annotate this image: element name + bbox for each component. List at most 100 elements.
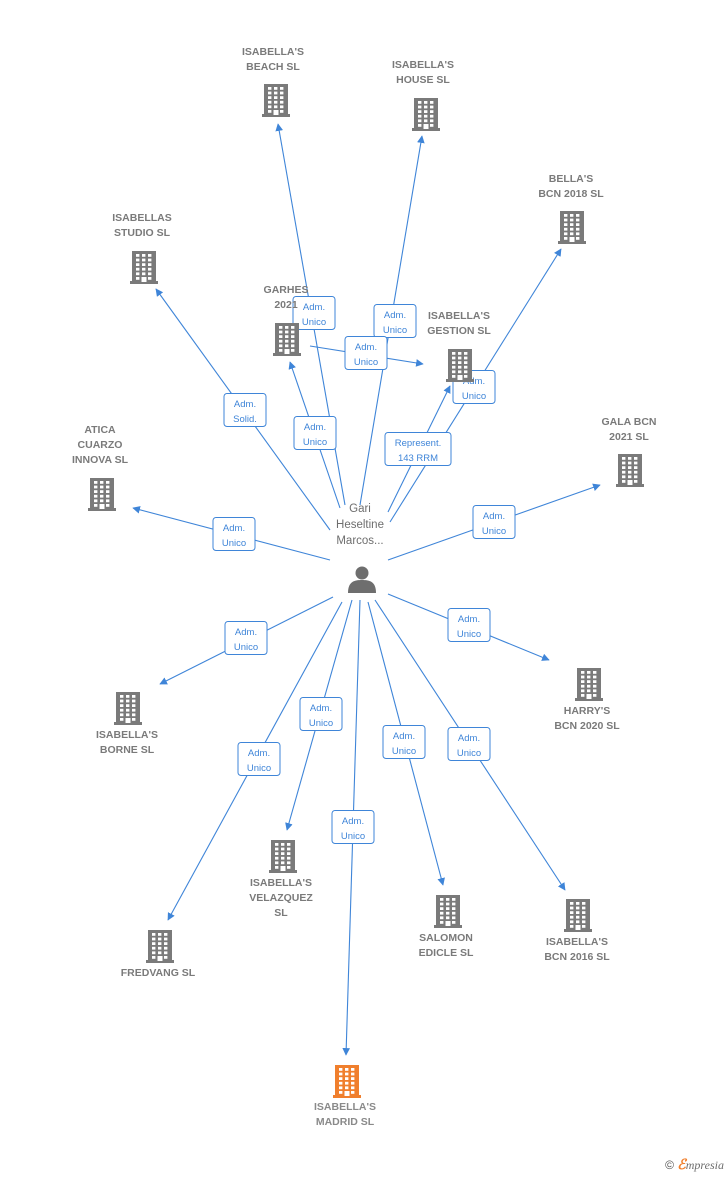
company-label-isabellas_velazquez-line: SL xyxy=(274,907,288,919)
building-icon-salomon_edicle[interactable] xyxy=(434,895,462,928)
building-icon-isabellas_madrid[interactable] xyxy=(333,1065,361,1098)
edge-label-isabellas_madrid[interactable]: Adm. Unico xyxy=(331,810,375,844)
edge-label-fredvang[interactable]: Adm.Unico xyxy=(237,742,281,776)
edge-label-text: Adm. xyxy=(393,731,415,742)
edge-label-text: 143 RRM xyxy=(398,453,438,464)
edge-label-atica_cuarzo[interactable]: Adm. Unico xyxy=(212,517,256,551)
edge-label-text: Unico xyxy=(234,642,258,653)
edge-label-text: Adm. xyxy=(235,627,257,638)
company-label-atica_cuarzo-line: CUARZO xyxy=(78,439,123,451)
edge-label-text: Adm. xyxy=(303,302,325,313)
building-icon-isabellas_studio[interactable] xyxy=(130,251,158,284)
company-label-bellas_bcn_2018-line: BCN 2018 SL xyxy=(538,188,604,200)
edge-label-garhes_2021[interactable]: Adm.Unico xyxy=(293,416,337,450)
building-icon-gala_bcn_2021[interactable] xyxy=(616,454,644,487)
building-icon-garhes_2021[interactable] xyxy=(273,323,301,356)
edge-label-text: Adm. xyxy=(304,422,326,433)
edge-label-gala_bcn_2021[interactable]: Adm. Unico xyxy=(472,505,516,539)
company-label-isabellas_bcn_2016-line: ISABELLA'S xyxy=(546,936,608,948)
edge-label-text: Unico xyxy=(482,526,506,537)
edge-label-isabellas_bcn_2016[interactable]: Adm.Unico xyxy=(447,727,491,761)
company-label-bellas_bcn_2018: BELLA'S BCN 2018 SL xyxy=(538,173,604,200)
edge-label-text: Adm. xyxy=(342,816,364,827)
building-icon-isabellas_house[interactable] xyxy=(412,98,440,131)
edge-label-text: Adm. xyxy=(483,511,505,522)
company-label-isabellas_studio: ISABELLAS STUDIO SL xyxy=(112,212,172,239)
company-label-gala_bcn_2021-line: 2021 SL xyxy=(609,431,649,443)
edge-label-text: Adm. xyxy=(248,748,270,759)
edge-label-text: Unico xyxy=(222,538,246,549)
brand-logo-text: mpresia xyxy=(685,1158,724,1172)
edge-label-text: Unico xyxy=(392,746,416,757)
person-name-label-line: Marcos... xyxy=(336,535,383,547)
person-name-label-line: Heseltine xyxy=(336,519,384,531)
company-label-salomon_edicle: SALOMON EDICLE SL xyxy=(419,932,474,959)
edge-label-isabellas_beach[interactable]: Adm. Unico xyxy=(292,296,336,330)
company-label-isabellas_velazquez-line: ISABELLA'S xyxy=(250,877,312,889)
edge-label-text: Represent. xyxy=(395,438,441,449)
company-label-gala_bcn_2021: GALA BCN 2021 SL xyxy=(601,416,656,443)
company-label-harrys_bcn_2020-line: BCN 2020 SL xyxy=(554,720,620,732)
edge-label-isabellas_gestion[interactable]: Represent. 143 RRM xyxy=(384,432,452,466)
building-icon-isabellas_bcn_2016[interactable] xyxy=(564,899,592,932)
edge-label-isabellas_velazquez[interactable]: Adm.Unico xyxy=(299,697,343,731)
building-icon-isabellas_beach[interactable] xyxy=(262,84,290,117)
company-label-isabellas_studio-line: STUDIO SL xyxy=(114,227,171,239)
edge-label-text: Unico xyxy=(383,325,407,336)
building-icon-atica_cuarzo[interactable] xyxy=(88,478,116,511)
company-label-harrys_bcn_2020-line: HARRY'S xyxy=(564,705,610,717)
company-label-isabellas_house-line: HOUSE SL xyxy=(396,74,450,86)
company-label-harrys_bcn_2020: HARRY'S BCN 2020 SL xyxy=(554,705,620,732)
company-label-isabellas_beach-line: ISABELLA'S xyxy=(242,46,304,58)
building-icon-isabellas_gestion[interactable] xyxy=(446,349,474,382)
company-label-isabellas_madrid-line: ISABELLA'S xyxy=(314,1101,376,1113)
company-label-atica_cuarzo-line: ATICA xyxy=(84,424,116,436)
company-label-fredvang-line: FREDVANG SL xyxy=(121,967,196,979)
edge-label-isabellas_gestion[interactable]: Adm. Unico xyxy=(344,336,388,370)
person-icon[interactable] xyxy=(348,566,376,594)
building-icon-bellas_bcn_2018[interactable] xyxy=(558,211,586,244)
edge-label-isabellas_house[interactable]: Adm. Unico xyxy=(373,304,417,338)
company-label-isabellas_bcn_2016-line: BCN 2016 SL xyxy=(544,951,610,963)
edge-label-isabellas_studio[interactable]: Adm.Solid. xyxy=(223,393,267,427)
edge-label-text: Unico xyxy=(341,831,365,842)
person-name-label-line: Gari xyxy=(349,503,371,515)
company-label-bellas_bcn_2018-line: BELLA'S xyxy=(549,173,594,185)
company-label-isabellas_beach-line: BEACH SL xyxy=(246,61,300,73)
edge-label-text: Adm. xyxy=(384,310,406,321)
edge-label-text: Unico xyxy=(462,391,486,402)
company-label-salomon_edicle-line: SALOMON xyxy=(419,932,473,944)
company-label-isabellas_velazquez: ISABELLA'S VELAZQUEZ SL xyxy=(249,877,313,919)
company-label-salomon_edicle-line: EDICLE SL xyxy=(419,947,474,959)
building-icon-harrys_bcn_2020[interactable] xyxy=(575,668,603,701)
edge-label-text: Unico xyxy=(309,718,333,729)
company-label-fredvang: FREDVANG SL xyxy=(121,967,196,979)
edge-label-text: Unico xyxy=(354,357,378,368)
edge-label-text: Adm. xyxy=(223,523,245,534)
building-icon-isabellas_borne[interactable] xyxy=(114,692,142,725)
company-label-atica_cuarzo-line: INNOVA SL xyxy=(72,454,129,466)
company-label-isabellas_beach: ISABELLA'S BEACH SL xyxy=(242,46,304,73)
company-label-gala_bcn_2021-line: GALA BCN xyxy=(601,416,656,428)
company-label-garhes_2021-line: GARHES xyxy=(264,284,309,296)
company-label-isabellas_borne-line: BORNE SL xyxy=(100,744,155,756)
company-label-isabellas_velazquez-line: VELAZQUEZ xyxy=(249,892,313,904)
edge-label-isabellas_borne[interactable]: Adm. Unico xyxy=(224,621,268,655)
edge-label-text: Adm. xyxy=(458,614,480,625)
company-label-atica_cuarzo: ATICA CUARZO INNOVA SL xyxy=(72,424,129,466)
building-icon-isabellas_velazquez[interactable] xyxy=(269,840,297,873)
edge-label-harrys_bcn_2020[interactable]: Adm.Unico xyxy=(447,608,491,642)
company-label-isabellas_bcn_2016: ISABELLA'S BCN 2016 SL xyxy=(544,936,610,963)
edge-label-text: Adm. xyxy=(355,342,377,353)
edge-label-text: Adm. xyxy=(458,733,480,744)
company-label-isabellas_studio-line: ISABELLAS xyxy=(112,212,172,224)
edge-label-salomon_edicle[interactable]: Adm. Unico xyxy=(382,725,426,759)
building-icon-fredvang[interactable] xyxy=(146,930,174,963)
edge-label-text: Unico xyxy=(302,317,326,328)
